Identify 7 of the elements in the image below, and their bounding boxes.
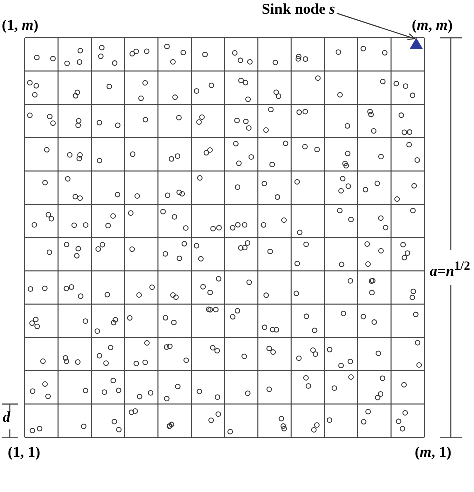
coordinate-label: (1, m) xyxy=(2,19,39,34)
dimension-label: d xyxy=(3,411,10,426)
coordinate-label: (m, m) xyxy=(412,19,453,34)
coordinate-label: (m, 1) xyxy=(415,446,452,461)
leader-line xyxy=(336,13,416,40)
coordinate-label: (1, 1) xyxy=(8,446,40,461)
callout-text: Sink node s xyxy=(262,3,336,18)
